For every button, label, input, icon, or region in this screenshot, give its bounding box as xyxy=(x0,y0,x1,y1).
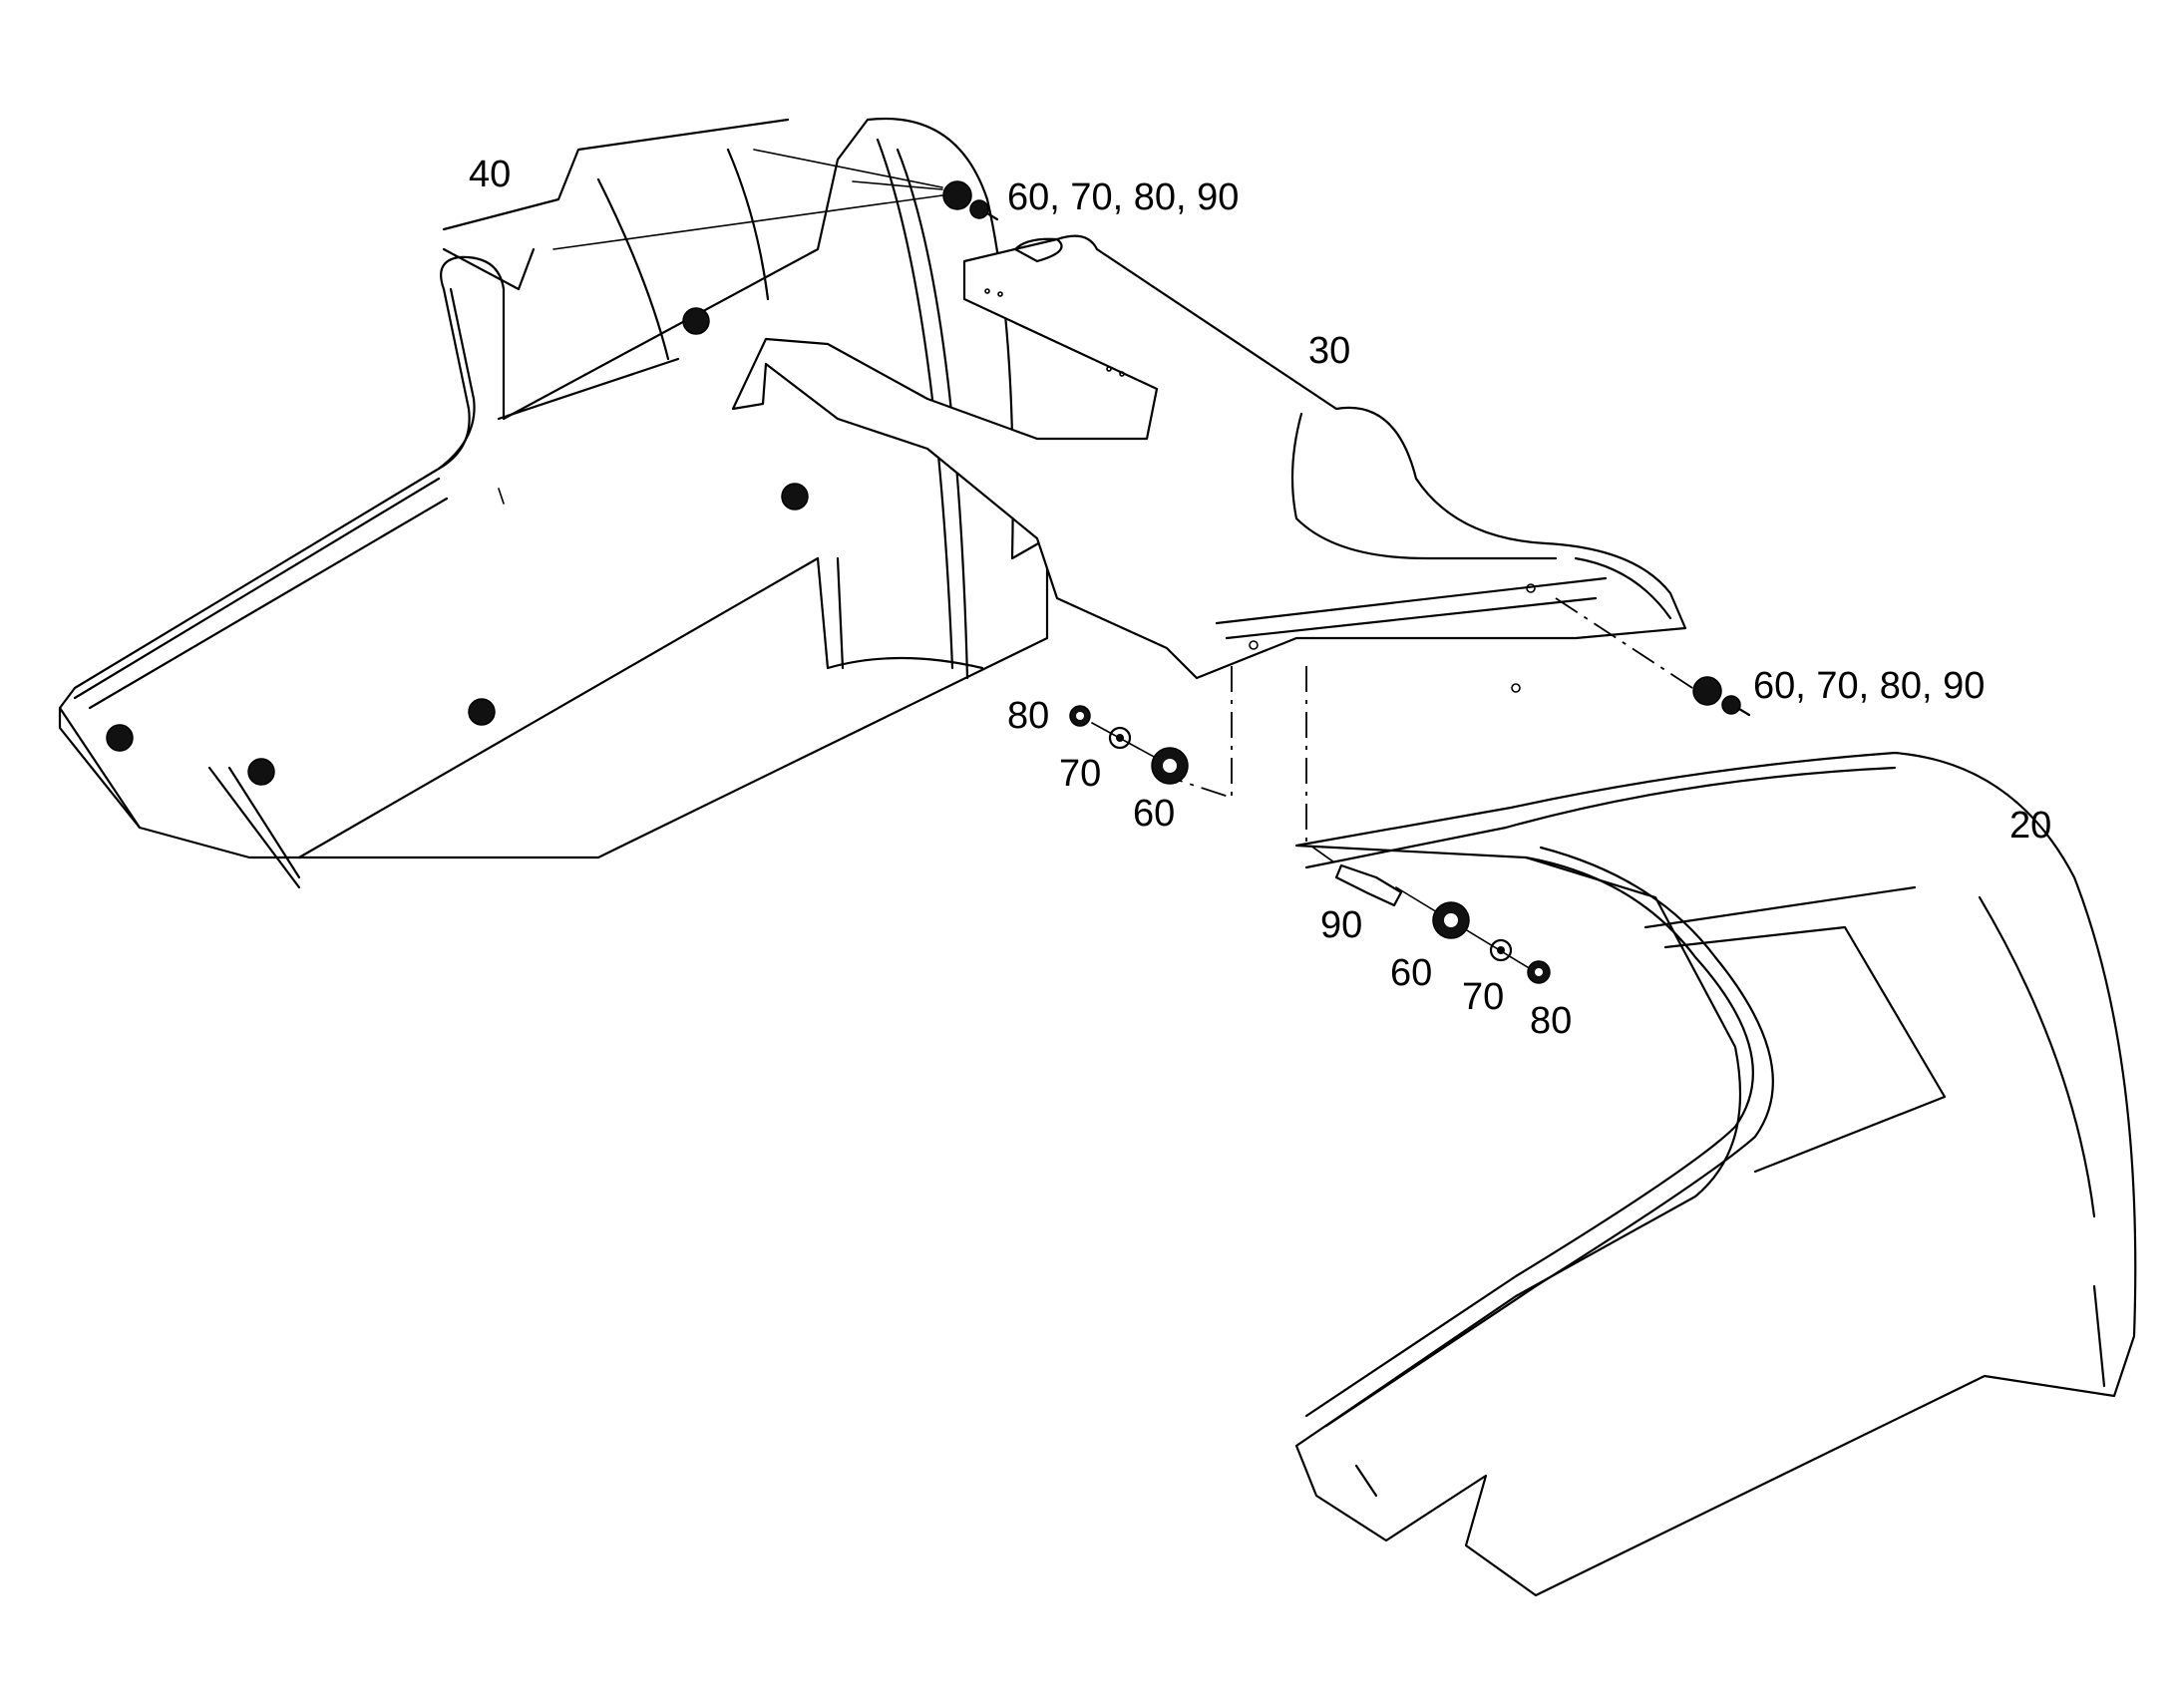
leader-lines xyxy=(552,149,1716,973)
label-left-60: 60 xyxy=(1133,793,1175,835)
label-left-70: 70 xyxy=(1059,753,1101,795)
label-part-30: 30 xyxy=(1308,330,1350,372)
label-lower-60: 60 xyxy=(1390,952,1432,994)
label-lower-90: 90 xyxy=(1320,904,1362,946)
part-30-tray xyxy=(731,234,1687,680)
left-washer-set-icon xyxy=(1069,705,1189,785)
hardware xyxy=(942,180,1751,984)
callout-right: 60, 70, 80, 90 xyxy=(1753,665,1985,707)
labels: 40 30 20 60, 70, 80, 90 60, 70, 80, 90 8… xyxy=(469,154,2051,1042)
grommet-stack-icon-right xyxy=(1692,676,1751,717)
label-lower-80: 80 xyxy=(1530,1000,1572,1042)
label-part-20: 20 xyxy=(2009,805,2051,847)
label-lower-70: 70 xyxy=(1462,976,1504,1018)
lower-bolt-set-icon xyxy=(1334,863,1551,984)
label-part-40: 40 xyxy=(469,154,511,195)
callout-top: 60, 70, 80, 90 xyxy=(1007,176,1239,218)
label-left-80: 80 xyxy=(1007,695,1049,737)
grommet-stack-icon-top xyxy=(942,180,999,221)
part-20-panel xyxy=(1294,683,2137,1597)
part-40-shroud xyxy=(58,117,1049,889)
